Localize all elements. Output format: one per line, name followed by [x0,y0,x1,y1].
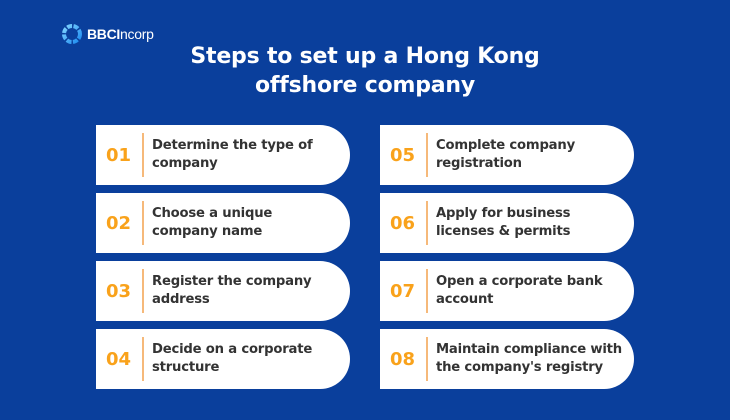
step-number: 01 [106,144,132,166]
divider [142,133,144,177]
step-number: 03 [106,280,132,302]
divider [426,337,428,381]
page-title: Steps to set up a Hong Kong offshore com… [0,42,730,100]
title-line-1: Steps to set up a Hong Kong [190,44,540,69]
divider [142,269,144,313]
swirl-ring-icon [62,24,82,44]
step-number: 07 [390,280,416,302]
divider [426,201,428,245]
brand-name: BBCIncorp [87,26,154,42]
step-number: 02 [106,212,132,234]
divider [426,269,428,313]
step-number: 05 [390,144,416,166]
divider [142,201,144,245]
step-number: 08 [390,348,416,370]
brand-logo: BBCIncorp [60,22,154,46]
divider [426,133,428,177]
divider [142,337,144,381]
step-number: 06 [390,212,416,234]
step-number: 04 [106,348,132,370]
title-line-2: offshore company [254,73,476,98]
